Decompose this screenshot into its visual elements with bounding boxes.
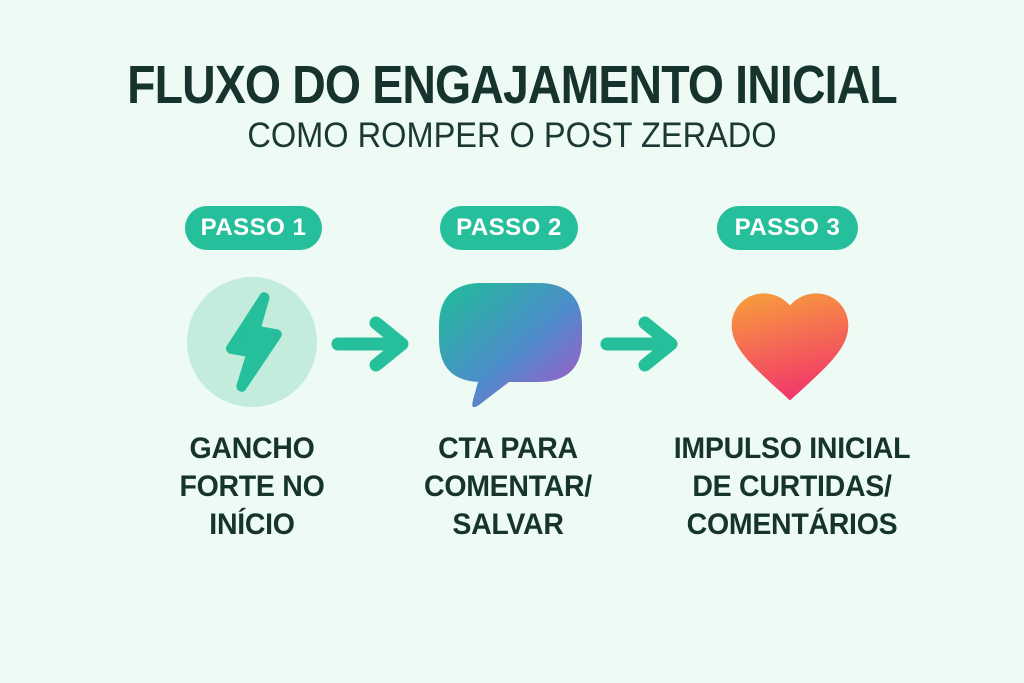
speech-bubble-icon	[439, 283, 582, 408]
step-badge-label: PASSO 2	[456, 214, 562, 241]
step-label-impulso: IMPULSO INICIAL DE CURTIDAS/ COMENTÁRIOS	[673, 432, 911, 541]
arrow-right-icon	[331, 316, 409, 372]
lightning-bolt-circle	[187, 277, 317, 407]
step-badge-passo-3: PASSO 3	[717, 206, 858, 250]
heart-icon	[731, 293, 849, 401]
step-badge-label: PASSO 1	[200, 214, 307, 241]
step-badge-label: PASSO 3	[734, 214, 841, 241]
step-badge-passo-1: PASSO 1	[185, 206, 322, 250]
step-badge-passo-2: PASSO 2	[440, 206, 578, 250]
lightning-bolt-icon	[226, 292, 282, 392]
step-label-gancho: GANCHO FORTE NO INÍCIO	[179, 432, 325, 541]
page-title: FLUXO DO ENGAJAMENTO INICIAL	[127, 55, 898, 115]
step-label-cta: CTA PARA COMENTAR/ SALVAR	[424, 432, 592, 541]
arrow-right-icon	[600, 316, 678, 372]
page-subtitle: COMO ROMPER O POST ZERADO	[247, 116, 777, 155]
